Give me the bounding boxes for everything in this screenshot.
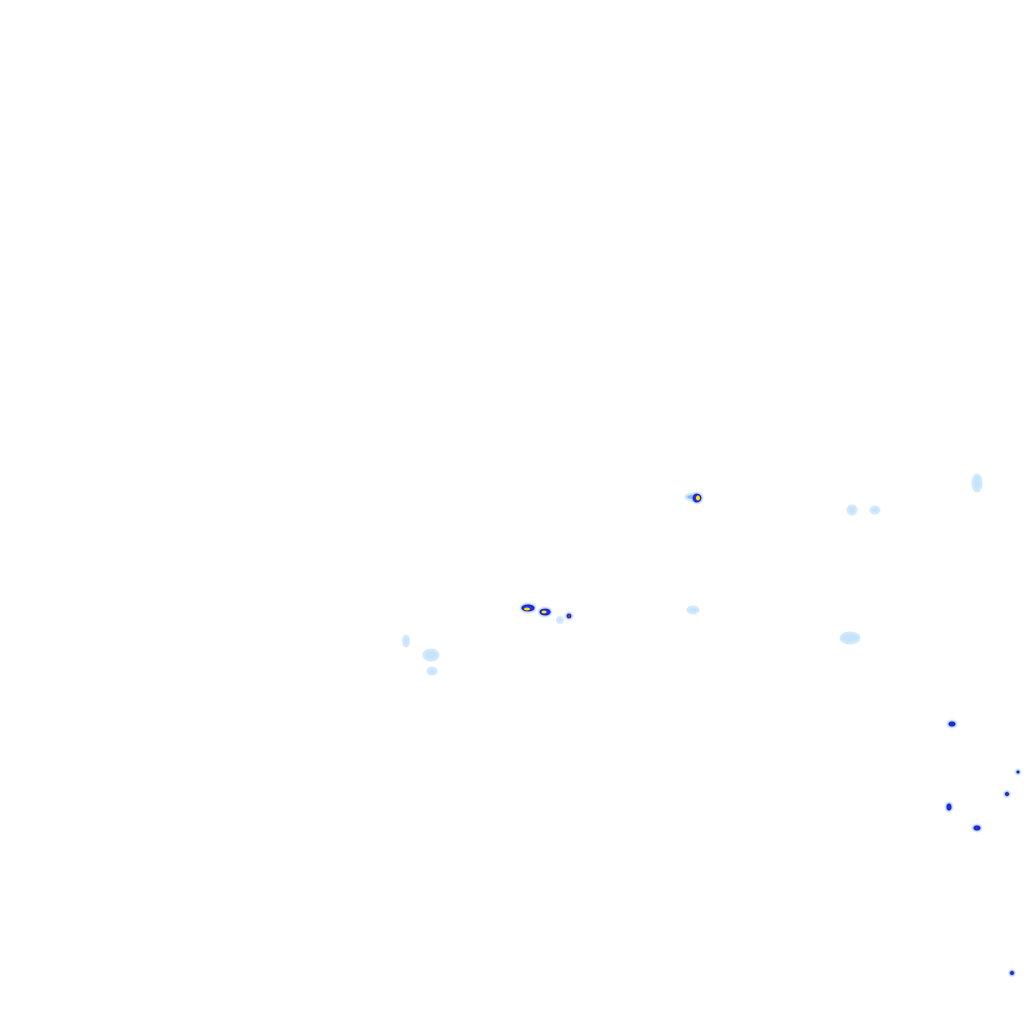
echo-heavy: [1016, 770, 1020, 774]
echo-heavy: [946, 803, 952, 811]
echo-light: [429, 669, 435, 673]
echo-heavy: [948, 721, 956, 727]
echo-intense: [524, 607, 530, 611]
echo-intense: [696, 495, 700, 501]
echo-light: [872, 508, 878, 512]
echo-heavy: [1010, 971, 1014, 975]
echo-intense: [541, 610, 547, 614]
precipitation-echoes: [404, 476, 1020, 975]
echo-light: [849, 507, 855, 513]
echo-light: [842, 634, 858, 642]
echo-heavy: [1005, 792, 1009, 796]
echo-heavy: [973, 825, 981, 831]
echo-light: [974, 476, 980, 490]
echo-light: [689, 608, 697, 612]
echo-light: [425, 651, 437, 659]
echo-light: [404, 637, 408, 645]
echo-core: [568, 615, 570, 617]
echo-light: [558, 618, 562, 622]
